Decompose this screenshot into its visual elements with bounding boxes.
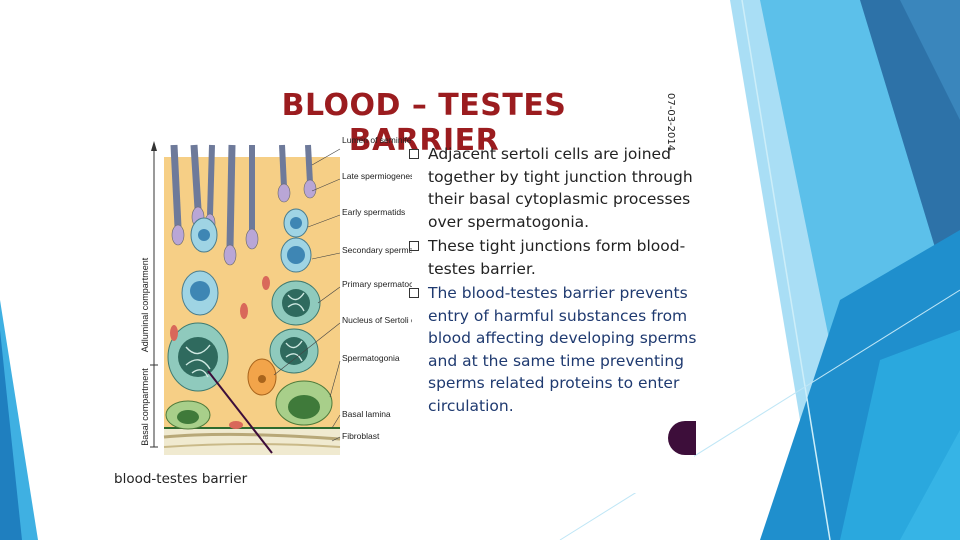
svg-text:Spermatogonia: Spermatogonia [342,353,400,363]
label-adluminal-compartment: Adluminal compartment [140,257,150,352]
checkbox-bullet-icon [409,149,419,159]
label-fibroblast: Fibroblast [342,431,380,441]
label-basal-lamina: Basal lamina [342,409,391,419]
bullet-text: Adjacent sertoli cells are joined togeth… [428,145,693,231]
label-basal-compartment: Basal compartment [140,368,150,446]
slide-image: BLOOD – TESTES BARRIER 07-03-2014 Adlumi… [112,75,696,493]
diagram-caption: blood-testes barrier [114,471,248,487]
svg-text:Early spermatids: Early spermatids [342,207,405,217]
label-lumen: Lumen of seminiferous tubule [342,135,412,145]
bullet-list: Adjacent sertoli cells are joined togeth… [408,143,698,419]
label-nucleus-sertoli: Nucleus of Sertoli cell [342,315,412,325]
svg-text:Secondary spermatocytes: Secondary spermatocytes [342,245,412,255]
bullet-item: The blood-testes barrier prevents entry … [408,282,698,417]
label-primary-spermatocytes: Primary spermatocytes [342,279,412,289]
label-spermatogonia: Spermatogonia [342,353,400,363]
label-early-spermatids: Early spermatids [342,207,405,217]
decorative-dot [668,421,696,455]
bullet-item: Adjacent sertoli cells are joined togeth… [408,143,698,233]
slide-title: BLOOD – TESTES BARRIER [281,88,567,158]
svg-text:Nucleus of Sertoli cell: Nucleus of Sertoli cell [342,315,412,325]
svg-text:Late spermiogenesis: Late spermiogenesis [342,171,412,181]
bullet-text: The blood-testes barrier prevents entry … [428,284,697,415]
svg-text:Primary spermatocytes: Primary spermatocytes [342,279,412,289]
svg-text:Fibroblast: Fibroblast [342,431,380,441]
bullet-item: These tight junctions form blood-testes … [408,235,698,280]
svg-text:Lumen of seminiferous tubule: Lumen of seminiferous tubule [342,135,412,145]
svg-text:Basal lamina: Basal lamina [342,409,391,419]
blood-testes-barrier-diagram: Adluminal compartment Basal compartment [140,135,412,455]
checkbox-bullet-icon [409,288,419,298]
checkbox-bullet-icon [409,241,419,251]
label-late-spermiogenesis: Late spermiogenesis [342,171,412,181]
bullet-text: These tight junctions form blood-testes … [428,237,686,278]
label-secondary-spermatocytes: Secondary spermatocytes [342,245,412,255]
